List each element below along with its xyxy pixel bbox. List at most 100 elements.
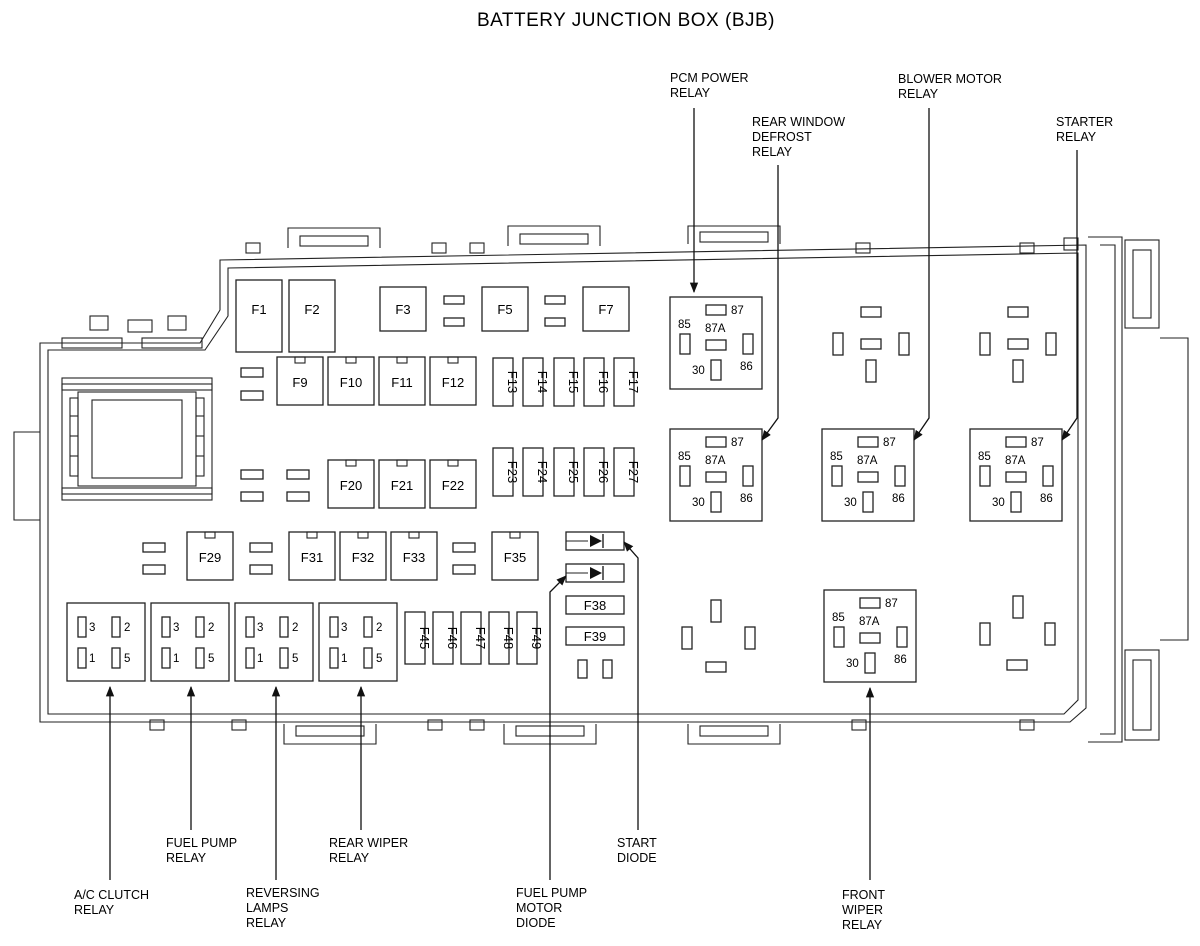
start-diode[interactable] bbox=[565, 531, 625, 551]
fuse-F39[interactable]: F39 bbox=[565, 626, 625, 646]
fuse-label: F26 bbox=[596, 461, 611, 483]
fuse-F47[interactable]: F47 bbox=[460, 611, 488, 665]
fuse-F10[interactable]: F10 bbox=[327, 356, 375, 406]
fuse-F29[interactable]: F29 bbox=[186, 531, 234, 581]
fuse-F21[interactable]: F21 bbox=[378, 459, 426, 509]
fuse-label: F25 bbox=[566, 461, 581, 483]
starter-relay[interactable]: 87 85 87A 86 30 bbox=[969, 428, 1063, 522]
fuse-F35[interactable]: F35 bbox=[491, 531, 539, 581]
pin-2-label: 2 bbox=[376, 622, 382, 634]
fuse-label: F15 bbox=[566, 371, 581, 393]
fuse-F23[interactable]: F23 bbox=[492, 447, 520, 497]
fuse-F26[interactable]: F26 bbox=[583, 447, 611, 497]
fuse-label: F22 bbox=[442, 478, 464, 493]
fuse-F14[interactable]: F14 bbox=[522, 357, 550, 407]
pin-85-label: 85 bbox=[678, 451, 691, 463]
pin-3-label: 3 bbox=[257, 622, 263, 634]
fuse-F49[interactable]: F49 bbox=[516, 611, 544, 665]
pin-85-label: 85 bbox=[830, 451, 843, 463]
pin-30-label: 30 bbox=[846, 658, 859, 670]
relay-socket-empty bbox=[979, 595, 1056, 671]
fuse-F24[interactable]: F24 bbox=[522, 447, 550, 497]
pin-2-label: 2 bbox=[124, 622, 130, 634]
leader-fuel-pump-motor-diode bbox=[549, 575, 567, 880]
leader-start-diode bbox=[623, 541, 639, 830]
fuse-F12[interactable]: F12 bbox=[429, 356, 477, 406]
pin-3-label: 3 bbox=[341, 622, 347, 634]
fuse-label: F47 bbox=[473, 627, 488, 649]
fuse-label: F45 bbox=[417, 627, 432, 649]
pin-87a-label: 87A bbox=[705, 323, 726, 335]
fuse-F17[interactable]: F17 bbox=[613, 357, 641, 407]
callout-rear-window-defrost-relay: REAR WINDOW DEFROST RELAY bbox=[752, 115, 849, 159]
pin-1-label: 1 bbox=[173, 653, 179, 665]
reversing-lamps-relay[interactable]: 3 2 1 5 bbox=[234, 602, 314, 682]
fuse-F46[interactable]: F46 bbox=[432, 611, 460, 665]
fuse-F38[interactable]: F38 bbox=[565, 595, 625, 615]
rear-wiper-relay[interactable]: 3 2 1 5 bbox=[318, 602, 398, 682]
relay-socket-empty bbox=[832, 306, 910, 383]
fuse-label: F13 bbox=[505, 371, 520, 393]
pin-87-label: 87 bbox=[731, 437, 744, 449]
fuse-F1[interactable]: F1 bbox=[235, 279, 283, 353]
fuse-F45[interactable]: F45 bbox=[404, 611, 432, 665]
fuse-label: F48 bbox=[501, 627, 516, 649]
pin-3-label: 3 bbox=[173, 622, 179, 634]
fuel-pump-relay[interactable]: 3 2 1 5 bbox=[150, 602, 230, 682]
pin-87-label: 87 bbox=[731, 305, 744, 317]
fuse-F20[interactable]: F20 bbox=[327, 459, 375, 509]
fuse-F15[interactable]: F15 bbox=[553, 357, 581, 407]
fuse-label: F38 bbox=[584, 598, 606, 613]
callout-fuel-pump-relay: FUEL PUMP RELAY bbox=[166, 836, 240, 865]
pin-87a-label: 87A bbox=[859, 616, 880, 628]
leader-starter-relay bbox=[1061, 150, 1078, 441]
fuse-F2[interactable]: F2 bbox=[288, 279, 336, 353]
ac-clutch-relay[interactable]: 3 2 1 5 bbox=[66, 602, 146, 682]
pin-5-label: 5 bbox=[292, 653, 298, 665]
pin-85-label: 85 bbox=[832, 612, 845, 624]
fuse-F9[interactable]: F9 bbox=[276, 356, 324, 406]
fuse-F3[interactable]: F3 bbox=[379, 286, 427, 332]
callout-starter-relay: STARTER RELAY bbox=[1056, 115, 1117, 144]
pin-30-label: 30 bbox=[992, 497, 1005, 509]
pin-85-label: 85 bbox=[678, 319, 691, 331]
fuse-label: F31 bbox=[301, 550, 323, 565]
pin-2-label: 2 bbox=[292, 622, 298, 634]
fuse-label: F32 bbox=[352, 550, 374, 565]
fuse-label: F24 bbox=[535, 461, 550, 483]
relay-socket-empty bbox=[979, 306, 1057, 383]
blower-motor-relay[interactable]: 87 85 87A 86 30 bbox=[821, 428, 915, 522]
fuse-F25[interactable]: F25 bbox=[553, 447, 581, 497]
callout-start-diode: START DIODE bbox=[617, 836, 660, 865]
pin-86-label: 86 bbox=[1040, 493, 1053, 505]
pcm-power-relay[interactable]: 87 85 87A 86 30 bbox=[669, 296, 763, 390]
fuse-F11[interactable]: F11 bbox=[378, 356, 426, 406]
fuse-F27[interactable]: F27 bbox=[613, 447, 641, 497]
rear-window-defrost-relay[interactable]: 87 85 87A 86 30 bbox=[669, 428, 763, 522]
fuse-F16[interactable]: F16 bbox=[583, 357, 611, 407]
fuse-F32[interactable]: F32 bbox=[339, 531, 387, 581]
fuse-F7[interactable]: F7 bbox=[582, 286, 630, 332]
fuse-F48[interactable]: F48 bbox=[488, 611, 516, 665]
fuse-label: F29 bbox=[199, 550, 221, 565]
fuse-F33[interactable]: F33 bbox=[390, 531, 438, 581]
pin-5-label: 5 bbox=[376, 653, 382, 665]
fuse-F22[interactable]: F22 bbox=[429, 459, 477, 509]
fuel-pump-motor-diode[interactable] bbox=[565, 563, 625, 583]
pin-1-label: 1 bbox=[341, 653, 347, 665]
fuse-label: F16 bbox=[596, 371, 611, 393]
fuse-F13[interactable]: F13 bbox=[492, 357, 520, 407]
callout-pcm-power-relay: PCM POWER RELAY bbox=[670, 71, 752, 100]
fuse-label: F39 bbox=[584, 629, 606, 644]
front-wiper-relay[interactable]: 87 85 87A 86 30 bbox=[823, 589, 917, 683]
leader-blower-motor-relay bbox=[913, 108, 930, 441]
fuse-label: F17 bbox=[626, 371, 641, 393]
pin-87-label: 87 bbox=[1031, 437, 1044, 449]
fuse-F31[interactable]: F31 bbox=[288, 531, 336, 581]
callout-fuel-pump-motor-diode: FUEL PUMP MOTOR DIODE bbox=[516, 886, 590, 930]
fuse-F5[interactable]: F5 bbox=[481, 286, 529, 332]
junction-box-housing bbox=[13, 225, 1189, 745]
fuse-label: F2 bbox=[304, 302, 319, 317]
fuse-label: F12 bbox=[442, 375, 464, 390]
fuse-label: F33 bbox=[403, 550, 425, 565]
